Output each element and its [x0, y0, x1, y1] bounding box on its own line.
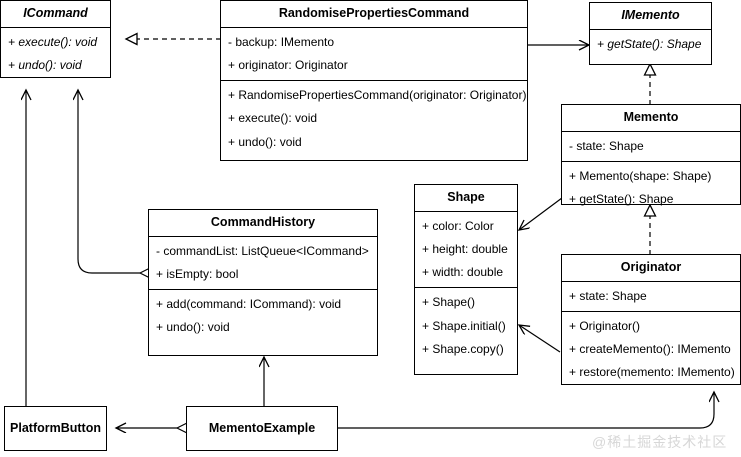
member-row: + getState(): Shape — [597, 36, 702, 51]
class-title-shape: Shape — [447, 190, 485, 204]
class-box-memento-example[interactable]: MementoExample — [186, 406, 338, 451]
member-row: + add(command: ICommand): void — [156, 297, 342, 312]
class-box-command-history[interactable]: CommandHistory - commandList: ListQueue<… — [148, 209, 378, 356]
member-row: + color: Color — [422, 218, 494, 233]
class-box-originator[interactable]: Originator + state: Shape + Originator()… — [561, 254, 741, 385]
rel-mementoexample-aggregates-platformbutton — [116, 424, 197, 434]
class-methods-randomise-properties-command: + RandomisePropertiesCommand(originator:… — [221, 80, 527, 157]
rel-commandhistory-aggregates-icommand — [78, 90, 160, 279]
member-row: - backup: IMemento — [228, 34, 335, 49]
member-row: + Shape.initial() — [422, 318, 506, 333]
member-row: + Memento(shape: Shape) — [569, 168, 712, 183]
rel-originator-uses-shape — [519, 325, 561, 353]
class-title-memento: Memento — [623, 110, 679, 124]
member-row: + Originator() — [569, 318, 641, 333]
class-box-icommand[interactable]: ICommand + execute(): void + undo(): voi… — [0, 0, 111, 78]
class-methods-icommand: + execute(): void + undo(): void — [1, 26, 110, 80]
class-title-memento-example: MementoExample — [208, 420, 316, 435]
member-row: + height: double — [422, 241, 508, 256]
class-attributes-memento: - state: Shape — [562, 130, 740, 161]
class-methods-shape: + Shape() + Shape.initial() + Shape.copy… — [415, 287, 517, 364]
member-row: + execute(): void — [228, 111, 318, 126]
watermark-text: @稀土掘金技术社区 — [592, 434, 728, 450]
member-row: - commandList: ListQueue<ICommand> — [156, 243, 369, 258]
member-row: + createMemento(): IMemento — [569, 342, 731, 357]
member-row: - state: Shape — [569, 138, 644, 153]
class-methods-command-history: + add(command: ICommand): void + undo():… — [149, 289, 377, 342]
class-attributes-command-history: - commandList: ListQueue<ICommand> + isE… — [149, 235, 377, 289]
class-title-randomise-properties-command: RandomisePropertiesCommand — [278, 6, 470, 20]
class-box-memento[interactable]: Memento - state: Shape + Memento(shape: … — [561, 104, 741, 206]
class-title-originator: Originator — [620, 260, 682, 274]
class-methods-originator: + Originator() + createMemento(): IMemen… — [562, 310, 740, 388]
class-title-imemento: IMemento — [621, 8, 680, 22]
member-row: + width: double — [422, 265, 504, 280]
class-attributes-shape: + color: Color + height: double + width:… — [415, 210, 517, 288]
class-attributes-originator: + state: Shape — [562, 280, 740, 311]
member-row: + originator: Originator — [228, 57, 348, 72]
class-title-command-history: CommandHistory — [210, 215, 316, 229]
member-row: + isEmpty: bool — [156, 266, 239, 281]
member-row: + state: Shape — [569, 288, 647, 303]
class-box-randomise-properties-command[interactable]: RandomisePropertiesCommand - backup: IMe… — [220, 0, 528, 161]
member-row: + execute(): void — [8, 34, 98, 49]
class-attributes-randomise-properties-command: - backup: IMemento + originator: Origina… — [221, 26, 527, 80]
class-box-platform-button[interactable]: PlatformButton — [4, 406, 107, 451]
class-methods-imemento: + getState(): Shape — [590, 28, 711, 59]
class-methods-memento: + Memento(shape: Shape) + getState(): Sh… — [562, 160, 740, 214]
class-title-platform-button: PlatformButton — [10, 420, 101, 435]
class-box-imemento[interactable]: IMemento + getState(): Shape — [589, 2, 712, 65]
rel-mementoexample-uses-originator — [338, 392, 714, 429]
member-row: + RandomisePropertiesCommand(originator:… — [228, 88, 527, 103]
member-row: + undo(): void — [156, 320, 230, 335]
class-box-shape[interactable]: Shape + color: Color + height: double + … — [414, 184, 518, 375]
member-row: + Shape() — [422, 295, 476, 310]
member-row: + Shape.copy() — [422, 341, 504, 356]
member-row: + undo(): void — [8, 57, 82, 72]
class-title-icommand: ICommand — [23, 6, 88, 20]
member-row: + undo(): void — [228, 134, 302, 149]
member-row: + restore(memento: IMemento) — [569, 365, 735, 380]
member-row: + getState(): Shape — [569, 192, 674, 207]
